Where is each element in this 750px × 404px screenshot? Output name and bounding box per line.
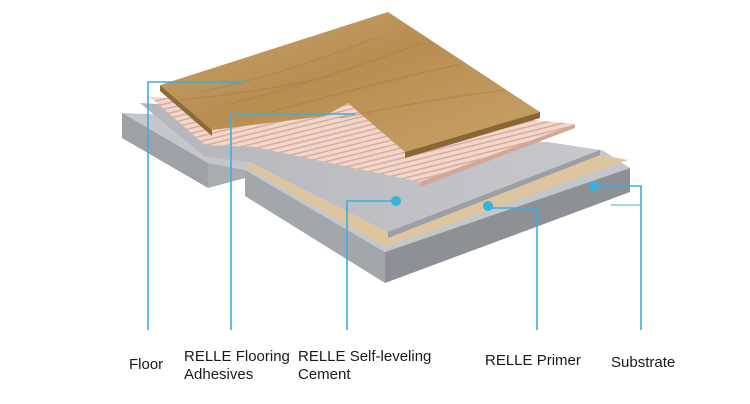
floor-edge-front <box>405 112 540 158</box>
cement-leader <box>346 200 396 330</box>
floor-top <box>160 12 540 152</box>
label-floor: Floor <box>129 356 163 374</box>
substrate-front-left <box>122 113 208 188</box>
label-primer-text: RELLE Primer <box>485 352 581 369</box>
label-primer: RELLE Primer <box>485 352 581 370</box>
adhesive-leader <box>230 113 355 330</box>
substrate-front-right <box>385 168 630 283</box>
label-adhesives-line2: Adhesives <box>184 366 254 383</box>
wood-grain <box>179 35 506 119</box>
substrate-front-main <box>245 170 385 283</box>
label-cement-line1: RELLE Self-leveling <box>298 348 432 365</box>
floor-layer <box>160 12 540 158</box>
label-adhesives-line1: RELLE Flooring <box>184 348 290 365</box>
cement-edge <box>388 150 600 238</box>
substrate-leader <box>594 185 642 330</box>
label-substrate-text: Substrate <box>611 354 676 371</box>
leader-dots <box>391 181 599 211</box>
cement-dot <box>391 196 401 206</box>
label-adhesives: RELLE Flooring Adhesives <box>184 348 290 384</box>
label-cement: RELLE Self-leveling Cement <box>298 348 431 384</box>
label-cement-line2: Cement <box>298 366 351 383</box>
floor-edge <box>160 85 212 136</box>
primer-dot <box>483 201 493 211</box>
label-substrate: Substrate <box>611 354 675 372</box>
adhesive-edge <box>420 124 575 187</box>
primer-leader <box>488 207 538 330</box>
floor-leader <box>147 81 246 330</box>
leader-lines <box>147 81 642 330</box>
substrate-dot <box>589 181 599 191</box>
label-floor-text: Floor <box>129 356 164 373</box>
substrate-front-step <box>208 163 245 188</box>
